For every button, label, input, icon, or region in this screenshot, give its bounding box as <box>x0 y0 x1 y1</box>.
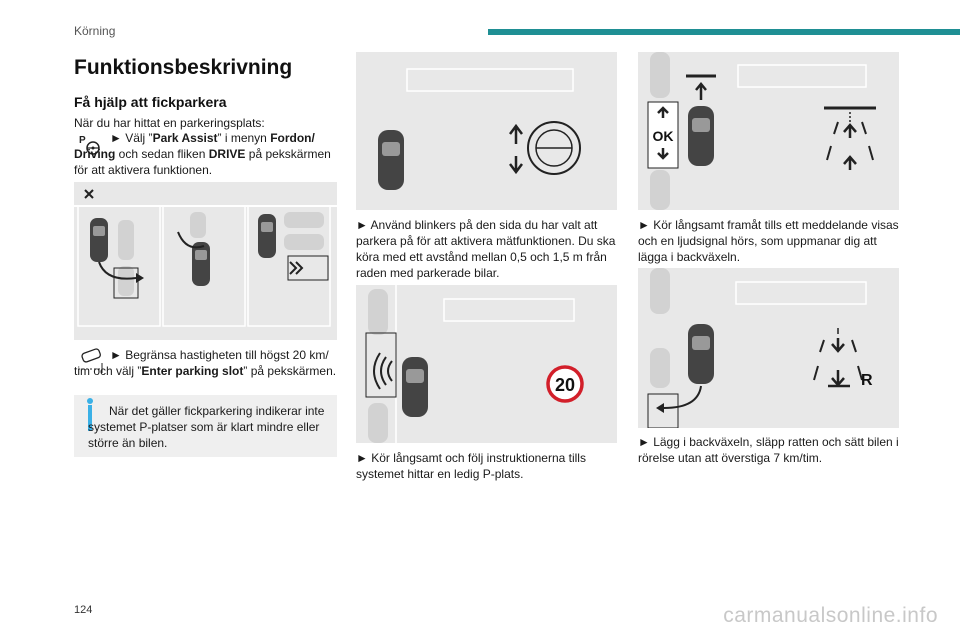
reverse-figure: R <box>638 268 899 428</box>
car-icon <box>378 130 404 190</box>
step3-text: ► Använd blinkers på den sida du har val… <box>356 218 616 280</box>
sensor-wave-icon <box>373 352 393 390</box>
watermark: carmanualsonline.info <box>723 604 938 627</box>
speed-limit-sign: 20 <box>546 365 584 403</box>
car-icon <box>402 357 428 417</box>
step6-text: ► Lägg i backväxeln, släpp ratten och sä… <box>638 435 899 465</box>
info-text: När det gäller fickparkering indikerar i… <box>88 404 325 450</box>
header-accent-bar <box>488 29 960 35</box>
svg-text:OK: OK <box>653 128 674 144</box>
park-assist-icon: P <box>76 131 104 159</box>
car-icon <box>688 324 714 384</box>
car-icon <box>192 242 210 286</box>
step4-text: ► Kör långsamt och följ instruktionerna … <box>356 451 586 481</box>
intro-text: När du har hittat en parkeringsplats: <box>74 116 265 130</box>
step1-text: ► Välj ”Park Assist” i menyn Fordon/ Dri… <box>74 131 331 177</box>
header-section-label: Körning <box>74 24 116 38</box>
ok-indicator: OK <box>647 101 679 169</box>
steering-figure <box>356 52 617 210</box>
forward-ok-figure: OK <box>638 52 899 210</box>
car-icon <box>258 214 276 258</box>
page-title: Funktionsbeskrivning <box>74 56 293 79</box>
section-subtitle: Få hjälp att fickparkera <box>74 94 227 110</box>
svg-text:P: P <box>79 135 86 146</box>
scanning-figure: 20 <box>356 285 617 443</box>
car-icon <box>688 106 714 166</box>
svg-text:20: 20 <box>555 375 575 395</box>
car-icon <box>90 218 108 262</box>
reverse-gear-label: R <box>861 372 873 389</box>
parking-slot-figure <box>74 182 337 340</box>
speed-slot-icon <box>76 347 104 375</box>
page-number: 124 <box>74 604 93 616</box>
info-icon <box>87 398 93 404</box>
info-note: När det gäller fickparkering indikerar i… <box>74 395 337 457</box>
step5-text: ► Kör långsamt framåt tills ett meddelan… <box>638 218 899 264</box>
step2-text: ► Begränsa hastigheten till högst 20 km/… <box>74 348 337 378</box>
close-icon <box>84 189 94 199</box>
steering-wheel-icon <box>527 121 581 175</box>
